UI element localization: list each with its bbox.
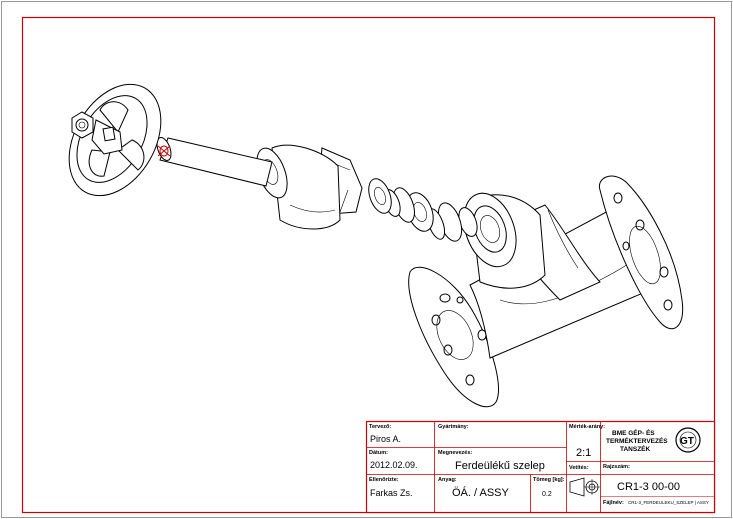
valve-stem: [156, 137, 273, 187]
valve-seat-parts: [368, 178, 478, 242]
date-label: Dátum:: [369, 450, 388, 456]
file-label: Fájlnév:: [603, 500, 624, 506]
packing-housing: [256, 144, 341, 230]
logo-text: GT: [680, 436, 694, 447]
org-line-1: BME GÉP- ÉS: [612, 428, 655, 437]
handwheel-nut: [71, 111, 94, 139]
projection-label: Vetítés:: [569, 465, 589, 471]
name-label: Megnevezés:: [438, 450, 472, 456]
valve-body-lower-flange: [408, 266, 499, 408]
mass-label: Tömeg [kg]:: [533, 477, 565, 483]
org-line-2: TERMÉKTERVEZÉS: [606, 436, 668, 445]
checked-value: Farkas Zs.: [370, 488, 413, 498]
material-label: Anyag:: [438, 477, 457, 483]
drawn-label: Tervező:: [369, 424, 391, 430]
org-line-3: TANSZÉK: [620, 444, 651, 453]
file-value: CR1-3_FERDEULEKU_SZELEP | ASSY: [628, 500, 709, 505]
comment-label: Gyártmány:: [438, 424, 469, 430]
drawn-value: Piros A.: [370, 434, 401, 444]
valve-assembly-view: [68, 83, 684, 408]
mass-value: 0.2: [542, 491, 552, 498]
drawing-no-label: Rajzszám:: [603, 464, 630, 470]
handwheel: [68, 83, 162, 197]
valve-bonnet-neck: [463, 192, 546, 289]
material-value: ÖÁ. / ASSY: [452, 486, 510, 499]
checked-label: Ellenőrizte:: [369, 477, 399, 483]
valve-body-upper-flange: [598, 175, 684, 330]
scale-label: Mérték-arány:: [569, 424, 605, 430]
scale-value: 2:1: [576, 447, 591, 459]
part-name: Ferdeülékű szelep: [455, 460, 545, 472]
drawing-no-value: CR1-3 00-00: [617, 481, 680, 493]
title-block: Tervező: Piros A. Dátum: 2012.02.09. Ell…: [365, 420, 716, 514]
date-value: 2012.02.09.: [370, 460, 418, 470]
projection-symbol-icon: [569, 477, 600, 497]
department-logo: GT: [675, 427, 701, 453]
